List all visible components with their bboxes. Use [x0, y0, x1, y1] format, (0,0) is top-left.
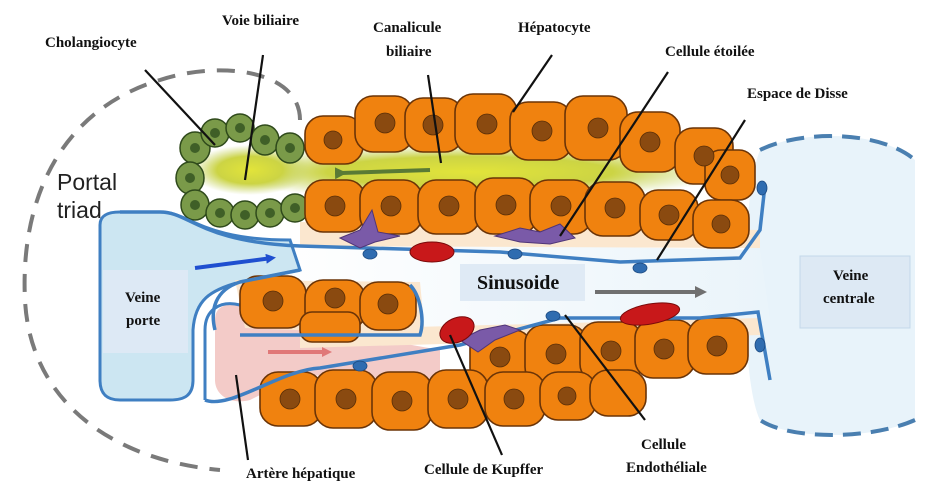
label-endothelial-line1: Cellule [641, 437, 686, 453]
label-sinusoide: Sinusoide [477, 272, 559, 294]
red-blood-cell [410, 242, 454, 262]
label-espace-disse: Espace de Disse [747, 86, 848, 102]
label-voie-biliaire: Voie biliaire [222, 13, 299, 29]
label-kupffer: Cellule de Kupffer [424, 462, 543, 478]
label-cholangiocyte: Cholangiocyte [45, 35, 137, 51]
label-canalicule-line1: Canalicule [373, 20, 442, 36]
label-hepatocyte: Hépatocyte [518, 20, 591, 36]
label-artere-hepatique: Artère hépatique [246, 466, 356, 482]
label-veine-porte-line1: Veine [125, 290, 161, 306]
label-veine-centrale-line2: centrale [823, 291, 875, 307]
label-triad: triad [57, 197, 102, 223]
label-endothelial-line2: Endothéliale [626, 460, 707, 476]
label-veine-porte-line2: porte [126, 313, 160, 329]
hepatocyte [300, 312, 360, 342]
veine-porte-box [103, 270, 188, 353]
label-canalicule-line2: biliaire [386, 44, 432, 60]
label-portal: Portal [57, 169, 117, 195]
label-veine-centrale-line1: Veine [833, 268, 869, 284]
label-cellule-etoilee: Cellule étoilée [665, 44, 755, 60]
